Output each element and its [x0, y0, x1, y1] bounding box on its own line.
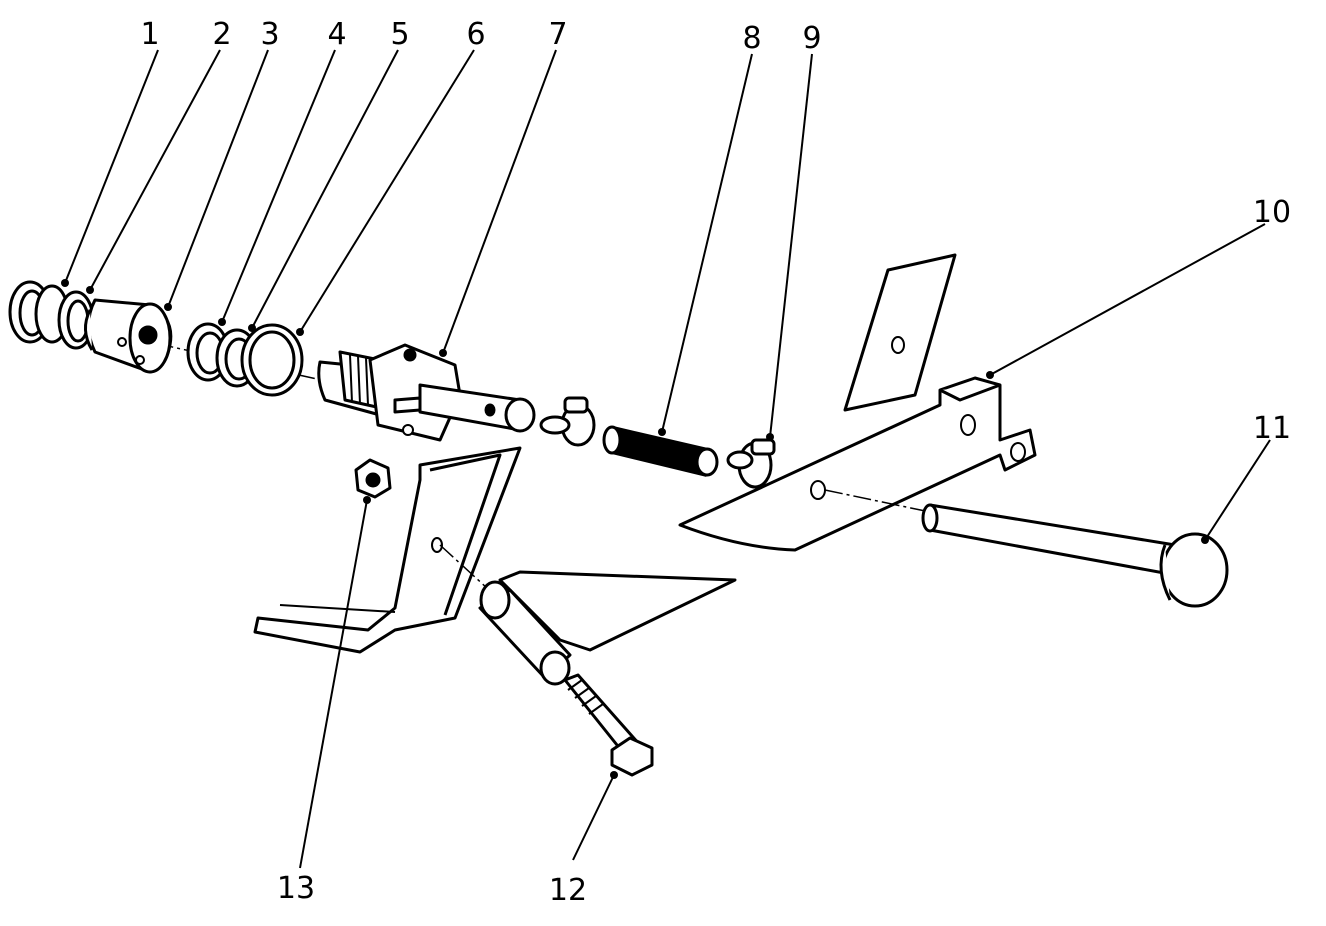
callout-labels: 1 2 3 4 5 6 7 8 9 10 11 12 13 — [140, 17, 1291, 908]
callout-2: 2 — [212, 17, 231, 52]
part-3-spool — [84, 298, 173, 374]
callout-1: 1 — [140, 17, 159, 52]
part-11-pin — [921, 503, 1229, 608]
callout-13: 13 — [277, 871, 315, 906]
callout-6: 6 — [466, 17, 485, 52]
part-10-bracket — [678, 376, 1037, 552]
mounting-plate — [843, 253, 957, 412]
part-12-bolt — [563, 673, 654, 777]
callout-5: 5 — [390, 17, 409, 52]
part-7-valve-body — [317, 343, 536, 442]
pin-centerline — [824, 489, 931, 513]
lever-tube — [478, 570, 737, 686]
callout-8: 8 — [742, 21, 761, 56]
part-6-large-o-ring — [240, 323, 304, 397]
callout-10: 10 — [1253, 195, 1291, 230]
part-2-o-ring — [34, 284, 95, 350]
callout-3: 3 — [260, 17, 279, 52]
callout-4: 4 — [327, 17, 346, 52]
leader-lines — [61, 49, 1271, 869]
lever-arm — [253, 446, 522, 654]
callout-12: 12 — [549, 873, 587, 908]
part-9-hose-clamp-right — [726, 438, 776, 489]
part-9-hose-clamp-left — [539, 396, 596, 447]
part-13-nut — [354, 458, 392, 499]
callout-7: 7 — [548, 17, 567, 52]
parts-drawing — [8, 253, 1229, 777]
part-8-hose — [602, 425, 719, 477]
callout-9: 9 — [802, 21, 821, 56]
callout-11: 11 — [1253, 411, 1291, 446]
